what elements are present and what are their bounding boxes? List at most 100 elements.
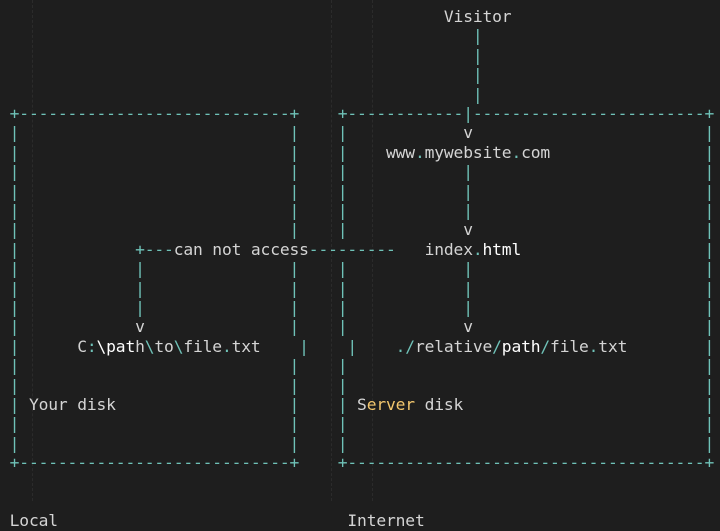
- diagram-line-char: -: [221, 453, 232, 473]
- diagram-char: f: [550, 336, 560, 356]
- diagram-line-char: -: [405, 104, 416, 123]
- diagram-line-char: |: [472, 84, 483, 104]
- punctuation-char: \: [173, 336, 184, 356]
- diagram-char: t: [231, 239, 242, 259]
- diagram-line-char: -: [250, 104, 261, 123]
- diagram-line-char: -: [193, 453, 203, 473]
- diagram-line-char: |: [463, 278, 473, 298]
- diagram-line-char: |: [472, 65, 483, 85]
- diagram-char: w: [443, 142, 454, 162]
- diagram-line-char: |: [289, 123, 300, 143]
- diagram-line-char: |: [289, 356, 300, 376]
- diagram-line-char: |: [704, 259, 715, 279]
- diagram-line-char: |: [337, 395, 348, 414]
- diagram-line-char: -: [414, 104, 425, 123]
- diagram-char: t: [125, 336, 136, 356]
- diagram-line-char: |: [289, 317, 300, 337]
- diagram-char: s: [463, 7, 473, 26]
- diagram-line-char: -: [77, 104, 87, 123]
- diagram-line-char: -: [115, 453, 126, 473]
- diagram-line-char: -: [482, 453, 493, 473]
- diagram-line-char: -: [67, 453, 78, 473]
- diagram-line-char: -: [550, 104, 560, 123]
- diagram-line-char: -: [144, 104, 155, 123]
- diagram-line-char: |: [337, 220, 348, 240]
- diagram-line-char: -: [588, 453, 599, 473]
- diagram-line-char: -: [125, 453, 136, 473]
- diagram-line-char: -: [366, 104, 377, 123]
- diagram-line-char: |: [9, 201, 20, 220]
- diagram-line-char: -: [48, 453, 59, 473]
- diagram-char: o: [19, 511, 30, 531]
- diagram-char: t: [366, 511, 377, 531]
- diagram-line-char: -: [376, 104, 387, 123]
- diagram-line-char: -: [164, 104, 174, 123]
- diagram-char: n: [193, 239, 203, 259]
- diagram-line-char: -: [530, 453, 541, 473]
- diagram-char: t: [617, 336, 628, 356]
- diagram-line-char: -: [221, 104, 232, 123]
- diagram-line-char: -: [154, 453, 165, 473]
- diagram-char: C: [77, 336, 87, 356]
- diagram-char: s: [443, 395, 454, 414]
- diagram-char: n: [357, 511, 367, 531]
- diagram-line-char: -: [154, 104, 165, 123]
- diagram-char: l: [569, 336, 580, 356]
- diagram-line-char: |: [9, 181, 20, 201]
- diagram-char: t: [492, 142, 502, 162]
- diagram-line-char: |: [135, 259, 145, 279]
- diagram-char: c: [28, 511, 39, 531]
- diagram-char: c: [260, 239, 271, 259]
- diagram-line-char: |: [463, 181, 473, 201]
- diagram-line-char: -: [337, 239, 348, 259]
- diagram-char: i: [463, 336, 473, 356]
- diagram-line-char: |: [289, 201, 300, 220]
- diagram-line-char: -: [357, 239, 367, 259]
- arrow-head-char: v: [463, 220, 473, 240]
- diagram-line-char: |: [337, 414, 348, 434]
- diagram-char: y: [434, 142, 445, 162]
- arrow-head-char: v: [135, 317, 145, 337]
- diagram-char: s: [289, 239, 300, 259]
- diagram-char: s: [472, 142, 483, 162]
- diagram-line-char: -: [685, 453, 695, 473]
- diagram-line-char: -: [386, 453, 396, 473]
- diagram-line-char: -: [135, 453, 145, 473]
- diagram-line-char: -: [646, 453, 657, 473]
- diagram-char: r: [386, 511, 396, 531]
- diagram-char: Y: [28, 395, 39, 414]
- diagram-line-char: -: [357, 104, 367, 123]
- diagram-line-char: -: [453, 104, 464, 123]
- diagram-line-char: |: [289, 142, 300, 162]
- diagram-line-char: |: [337, 142, 348, 162]
- diagram-line-char: -: [357, 453, 367, 473]
- punctuation-char: .: [472, 239, 483, 259]
- diagram-line-char: |: [9, 336, 20, 356]
- diagram-char: w: [386, 142, 396, 162]
- diagram-line-char: |: [463, 201, 473, 220]
- indent-guide: [32, 0, 34, 501]
- diagram-char: t: [598, 336, 609, 356]
- diagram-char: t: [250, 336, 261, 356]
- diagram-line-char: |: [337, 433, 348, 453]
- diagram-line-char: |: [337, 259, 348, 279]
- diagram-line-char: |: [704, 375, 715, 395]
- diagram-line-char: -: [588, 104, 599, 123]
- diagram-line-char: -: [57, 453, 68, 473]
- diagram-line-char: |: [337, 201, 348, 220]
- diagram-line-char: |: [704, 298, 715, 317]
- diagram-char: d: [443, 239, 454, 259]
- diagram-line-char: +: [289, 453, 300, 473]
- diagram-line-char: -: [636, 453, 647, 473]
- diagram-char: w: [395, 142, 406, 162]
- diagram-line-char: -: [665, 453, 676, 473]
- diagram-line-char: -: [685, 104, 695, 123]
- diagram-char: x: [241, 336, 252, 356]
- diagram-line-char: -: [376, 239, 387, 259]
- diagram-char: V: [443, 7, 454, 26]
- punctuation-char: .: [221, 336, 232, 356]
- diagram-line-char: -: [579, 104, 589, 123]
- diagram-line-char: |: [347, 336, 358, 356]
- diagram-line-char: |: [9, 239, 20, 259]
